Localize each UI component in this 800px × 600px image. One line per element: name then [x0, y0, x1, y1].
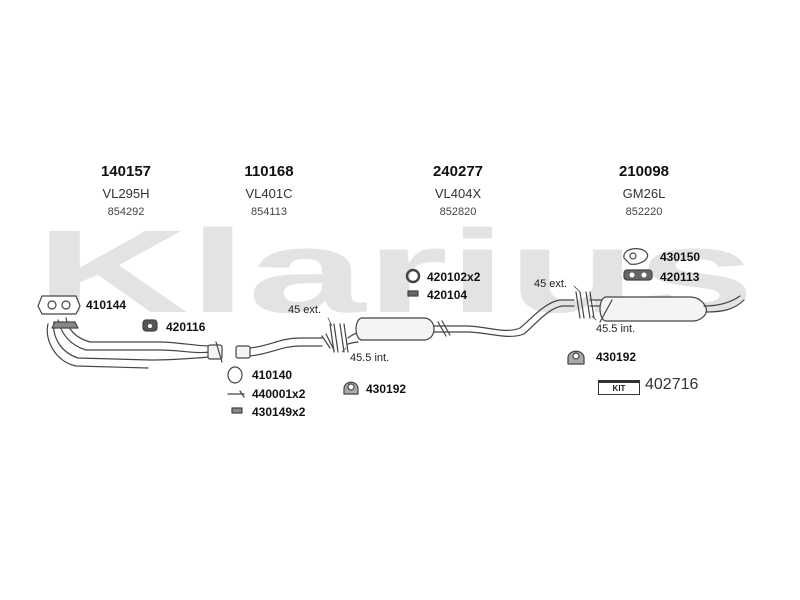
- label-410144: 410144: [86, 298, 127, 312]
- middle-silencer-240277: [347, 299, 575, 345]
- label-420104: 420104: [427, 288, 468, 302]
- label-410140: 410140: [252, 368, 293, 382]
- joint-clamp-1: [329, 323, 349, 353]
- flange-gasket-410144: [37, 295, 81, 315]
- mount-420113: [623, 269, 653, 281]
- note-45-5-int-rear: 45.5 int.: [596, 323, 636, 335]
- code-854292: 854292: [107, 206, 145, 218]
- mount-420104: [407, 290, 419, 297]
- kit-badge: KIT: [598, 380, 640, 395]
- flange-pipe-start: [51, 321, 79, 329]
- label-420113: 420113: [660, 270, 700, 284]
- note-45-5-int-front: 45.5 int.: [350, 352, 390, 364]
- mount-430192-front: [343, 381, 359, 395]
- label-440001x2: 440001x2: [252, 387, 306, 401]
- leader-int2: [591, 315, 597, 321]
- label-430150: 430150: [660, 250, 701, 264]
- code-852820: 852820: [439, 206, 477, 218]
- kit-number: 402716: [645, 376, 699, 393]
- label-430192-front: 430192: [366, 382, 407, 396]
- intermediate-pipe-110168: [235, 333, 335, 359]
- nut-430149: [231, 407, 243, 414]
- part-number-110168: 110168: [244, 163, 294, 180]
- code-852220: 852220: [625, 206, 663, 218]
- reference-vl401c: VL401C: [245, 186, 293, 201]
- leader-int1: [341, 347, 347, 353]
- mount-430192-rear: [567, 350, 585, 365]
- reference-vl295h: VL295H: [102, 186, 150, 201]
- leader-ext2: [573, 285, 581, 293]
- part-number-240277: 240277: [432, 163, 484, 180]
- reference-vl404x: VL404X: [434, 186, 482, 201]
- ring-410140: [227, 366, 243, 384]
- note-45-ext-front: 45 ext.: [288, 304, 322, 316]
- bolt-440001: [227, 390, 245, 398]
- label-430149x2: 430149x2: [252, 405, 306, 419]
- rear-silencer-210098: [589, 295, 745, 323]
- label-420116: 420116: [166, 320, 206, 334]
- joint-clamp-2: [575, 291, 595, 319]
- mount-420116: [142, 319, 158, 332]
- code-854113: 854113: [251, 206, 287, 218]
- gasket-430150: [623, 248, 649, 265]
- mount-420102: [405, 268, 421, 284]
- part-number-140157: 140157: [100, 163, 152, 180]
- label-420102x2: 420102x2: [427, 270, 481, 284]
- reference-gm26l: GM26L: [622, 186, 666, 201]
- leader-ext1: [327, 317, 333, 327]
- part-number-210098: 210098: [618, 163, 670, 180]
- note-45-ext-rear: 45 ext.: [534, 278, 568, 290]
- label-430192-rear: 430192: [596, 350, 637, 364]
